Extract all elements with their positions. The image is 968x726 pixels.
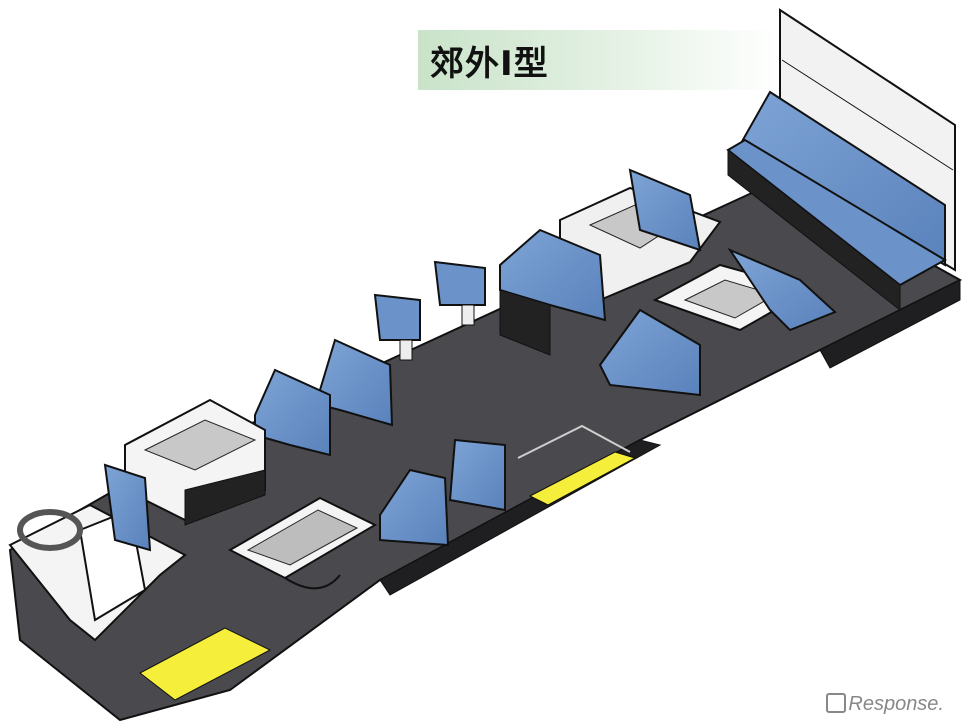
- watermark: Response.: [826, 693, 944, 716]
- mid-seats: [254, 260, 486, 457]
- watermark-text: Response.: [848, 693, 944, 715]
- luggage-tray: [227, 496, 378, 590]
- step-markings: [139, 424, 637, 701]
- response-logo-icon: [826, 693, 847, 713]
- rear-bench-seat: [726, 90, 947, 312]
- driver-area: [8, 463, 187, 642]
- seat-group-right: [499, 168, 837, 397]
- front-chairs: [379, 438, 506, 547]
- title-banner: 郊外I型: [418, 30, 778, 90]
- page-title: 郊外I型: [430, 43, 549, 84]
- front-console: [124, 398, 266, 526]
